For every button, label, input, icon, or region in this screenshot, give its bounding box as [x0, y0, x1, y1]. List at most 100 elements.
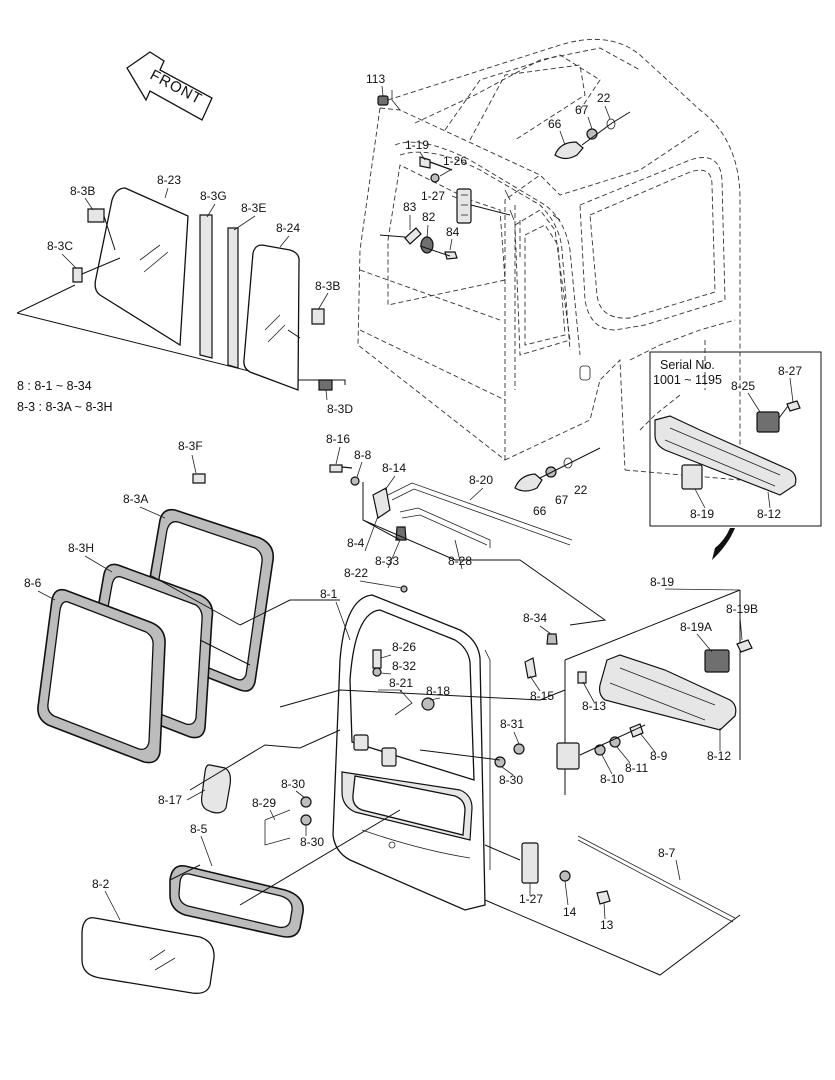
callout-8-3h: 8-3H: [68, 541, 94, 555]
callout-8-4: 8-4: [347, 536, 365, 550]
bottom-right-parts: [484, 835, 741, 976]
serial-inset: Serial No. 1001 ~ 1195: [649, 351, 822, 560]
seal-frames: [37, 473, 340, 764]
bolt-8-19b-icon: [736, 639, 753, 653]
hinge-1-27b-icon: [521, 842, 539, 884]
callout-8-3f: 8-3F: [178, 439, 203, 453]
inset-handle-8-25-icon: [756, 411, 780, 433]
nut-8-18-icon: [421, 697, 435, 711]
bolt-8-26-icon: [372, 649, 382, 669]
callout-8-19b: 8-19B: [726, 602, 758, 616]
cover-8-17-icon: [200, 764, 232, 814]
cab-fasteners-top: [377, 95, 631, 260]
latch-mechanism: [329, 447, 607, 626]
rod-8-29-icon: [264, 809, 291, 846]
washer-8-30a-icon: [494, 756, 506, 768]
handle-8-19a-icon: [704, 649, 730, 673]
nut-8-31-icon: [513, 743, 525, 755]
mirror-knob-66b-icon: [514, 473, 543, 492]
callout-8-16: 8-16: [326, 432, 350, 446]
callout-8-20: 8-20: [469, 473, 493, 487]
callout-22: 22: [597, 91, 611, 105]
callout-8-10: 8-10: [600, 772, 624, 786]
callout-8-32: 8-32: [392, 659, 416, 673]
callout-8-33: 8-33: [375, 554, 399, 568]
washer-8-30c-icon: [300, 814, 312, 826]
washer-1-26-icon: [430, 173, 440, 183]
upper-left-glass-group: [16, 187, 346, 391]
callout-8-19: 8-19: [650, 575, 674, 589]
callout-8-24: 8-24: [276, 221, 300, 235]
rod-8-20-icon: [387, 482, 573, 546]
inset-title-1: Serial No.: [660, 358, 715, 372]
nut-22b-icon: [563, 457, 573, 469]
rod-8-28-icon: [399, 507, 491, 548]
callout-8-9: 8-9: [650, 749, 668, 763]
bolt-1-19-icon: [419, 156, 453, 171]
callout-1-27-lower: 1-27: [519, 892, 543, 906]
callout-8-3g: 8-3G: [200, 189, 227, 203]
bracket-8-3b-right-icon: [311, 308, 325, 325]
inset-lock-8-19-icon: [681, 464, 703, 490]
rod-8-21-icon: [378, 689, 413, 716]
callout-8-17: 8-17: [158, 793, 182, 807]
callout-8-30-left: 8-30: [281, 777, 305, 791]
door-inner-parts: [279, 633, 566, 768]
callout-67b: 67: [555, 493, 569, 507]
leader-lines: [37, 85, 794, 921]
washer-8-30b-icon: [300, 796, 312, 808]
callout-8-30-lower: 8-30: [300, 835, 324, 849]
bolt-13-icon: [596, 890, 611, 905]
seal-strip-8-7-icon: [577, 835, 736, 923]
knob-82-icon: [420, 236, 434, 254]
callout-14: 14: [563, 905, 577, 919]
bracket-8-3d-icon: [318, 379, 333, 391]
callout-8-15: 8-15: [530, 689, 554, 703]
callout-8-3b-right: 8-3B: [315, 279, 340, 293]
callout-84: 84: [446, 225, 460, 239]
callout-113: 113: [366, 72, 385, 86]
callout-8-11: 8-11: [625, 761, 648, 775]
washer-14-icon: [559, 870, 571, 882]
bracket-8-3c-icon: [72, 267, 83, 283]
callout-8-3a: 8-3A: [123, 492, 148, 506]
inset-frame: [649, 351, 822, 527]
striker-8-15-icon: [524, 657, 537, 679]
callout-8-1: 8-1: [320, 587, 338, 601]
callout-8-2: 8-2: [92, 877, 110, 891]
inset-plate-8-12-icon: [654, 415, 797, 496]
callout-13: 13: [600, 918, 614, 932]
inset-pointer-icon: [712, 528, 735, 560]
mirror-knob-66-icon: [554, 141, 584, 160]
callout-66: 66: [548, 117, 562, 131]
callout-1-27: 1-27: [421, 189, 445, 203]
nut-8-34-icon: [546, 633, 558, 645]
callout-8-3c: 8-3C: [47, 239, 73, 253]
inset-callout-8-19: 8-19: [690, 507, 714, 521]
glass-8-23-icon: [94, 187, 189, 347]
callout-8-30-right: 8-30: [499, 773, 523, 787]
callout-8-34: 8-34: [523, 611, 547, 625]
callout-82: 82: [422, 210, 436, 224]
front-arrow-icon: FRONT: [126, 51, 213, 121]
seal-8-3f-icon: [192, 473, 206, 484]
inset-callout-8-12: 8-12: [757, 507, 781, 521]
handle-plate-8-12-icon: [598, 654, 737, 731]
nut-8-10-icon: [594, 744, 606, 756]
inset-title-2: 1001 ~ 1195: [653, 373, 722, 387]
inset-callout-8-27: 8-27: [778, 364, 802, 378]
clip-8-13-icon: [577, 671, 587, 684]
washer-8-32-icon: [372, 667, 382, 677]
pin-84-icon: [444, 251, 458, 260]
grommet-8-22-icon: [400, 585, 408, 593]
inset-bolt-8-27-icon: [786, 400, 801, 412]
callout-8-6: 8-6: [24, 576, 42, 590]
bracket-8-3b-icon: [87, 208, 105, 223]
latch-8-14-icon: [372, 487, 391, 519]
callout-8-14: 8-14: [382, 461, 406, 475]
hinge-1-27-icon: [456, 188, 472, 224]
callout-66b: 66: [533, 504, 547, 518]
callout-83: 83: [403, 200, 417, 214]
cap-113-icon: [377, 95, 389, 106]
callout-8-21: 8-21: [389, 676, 413, 690]
